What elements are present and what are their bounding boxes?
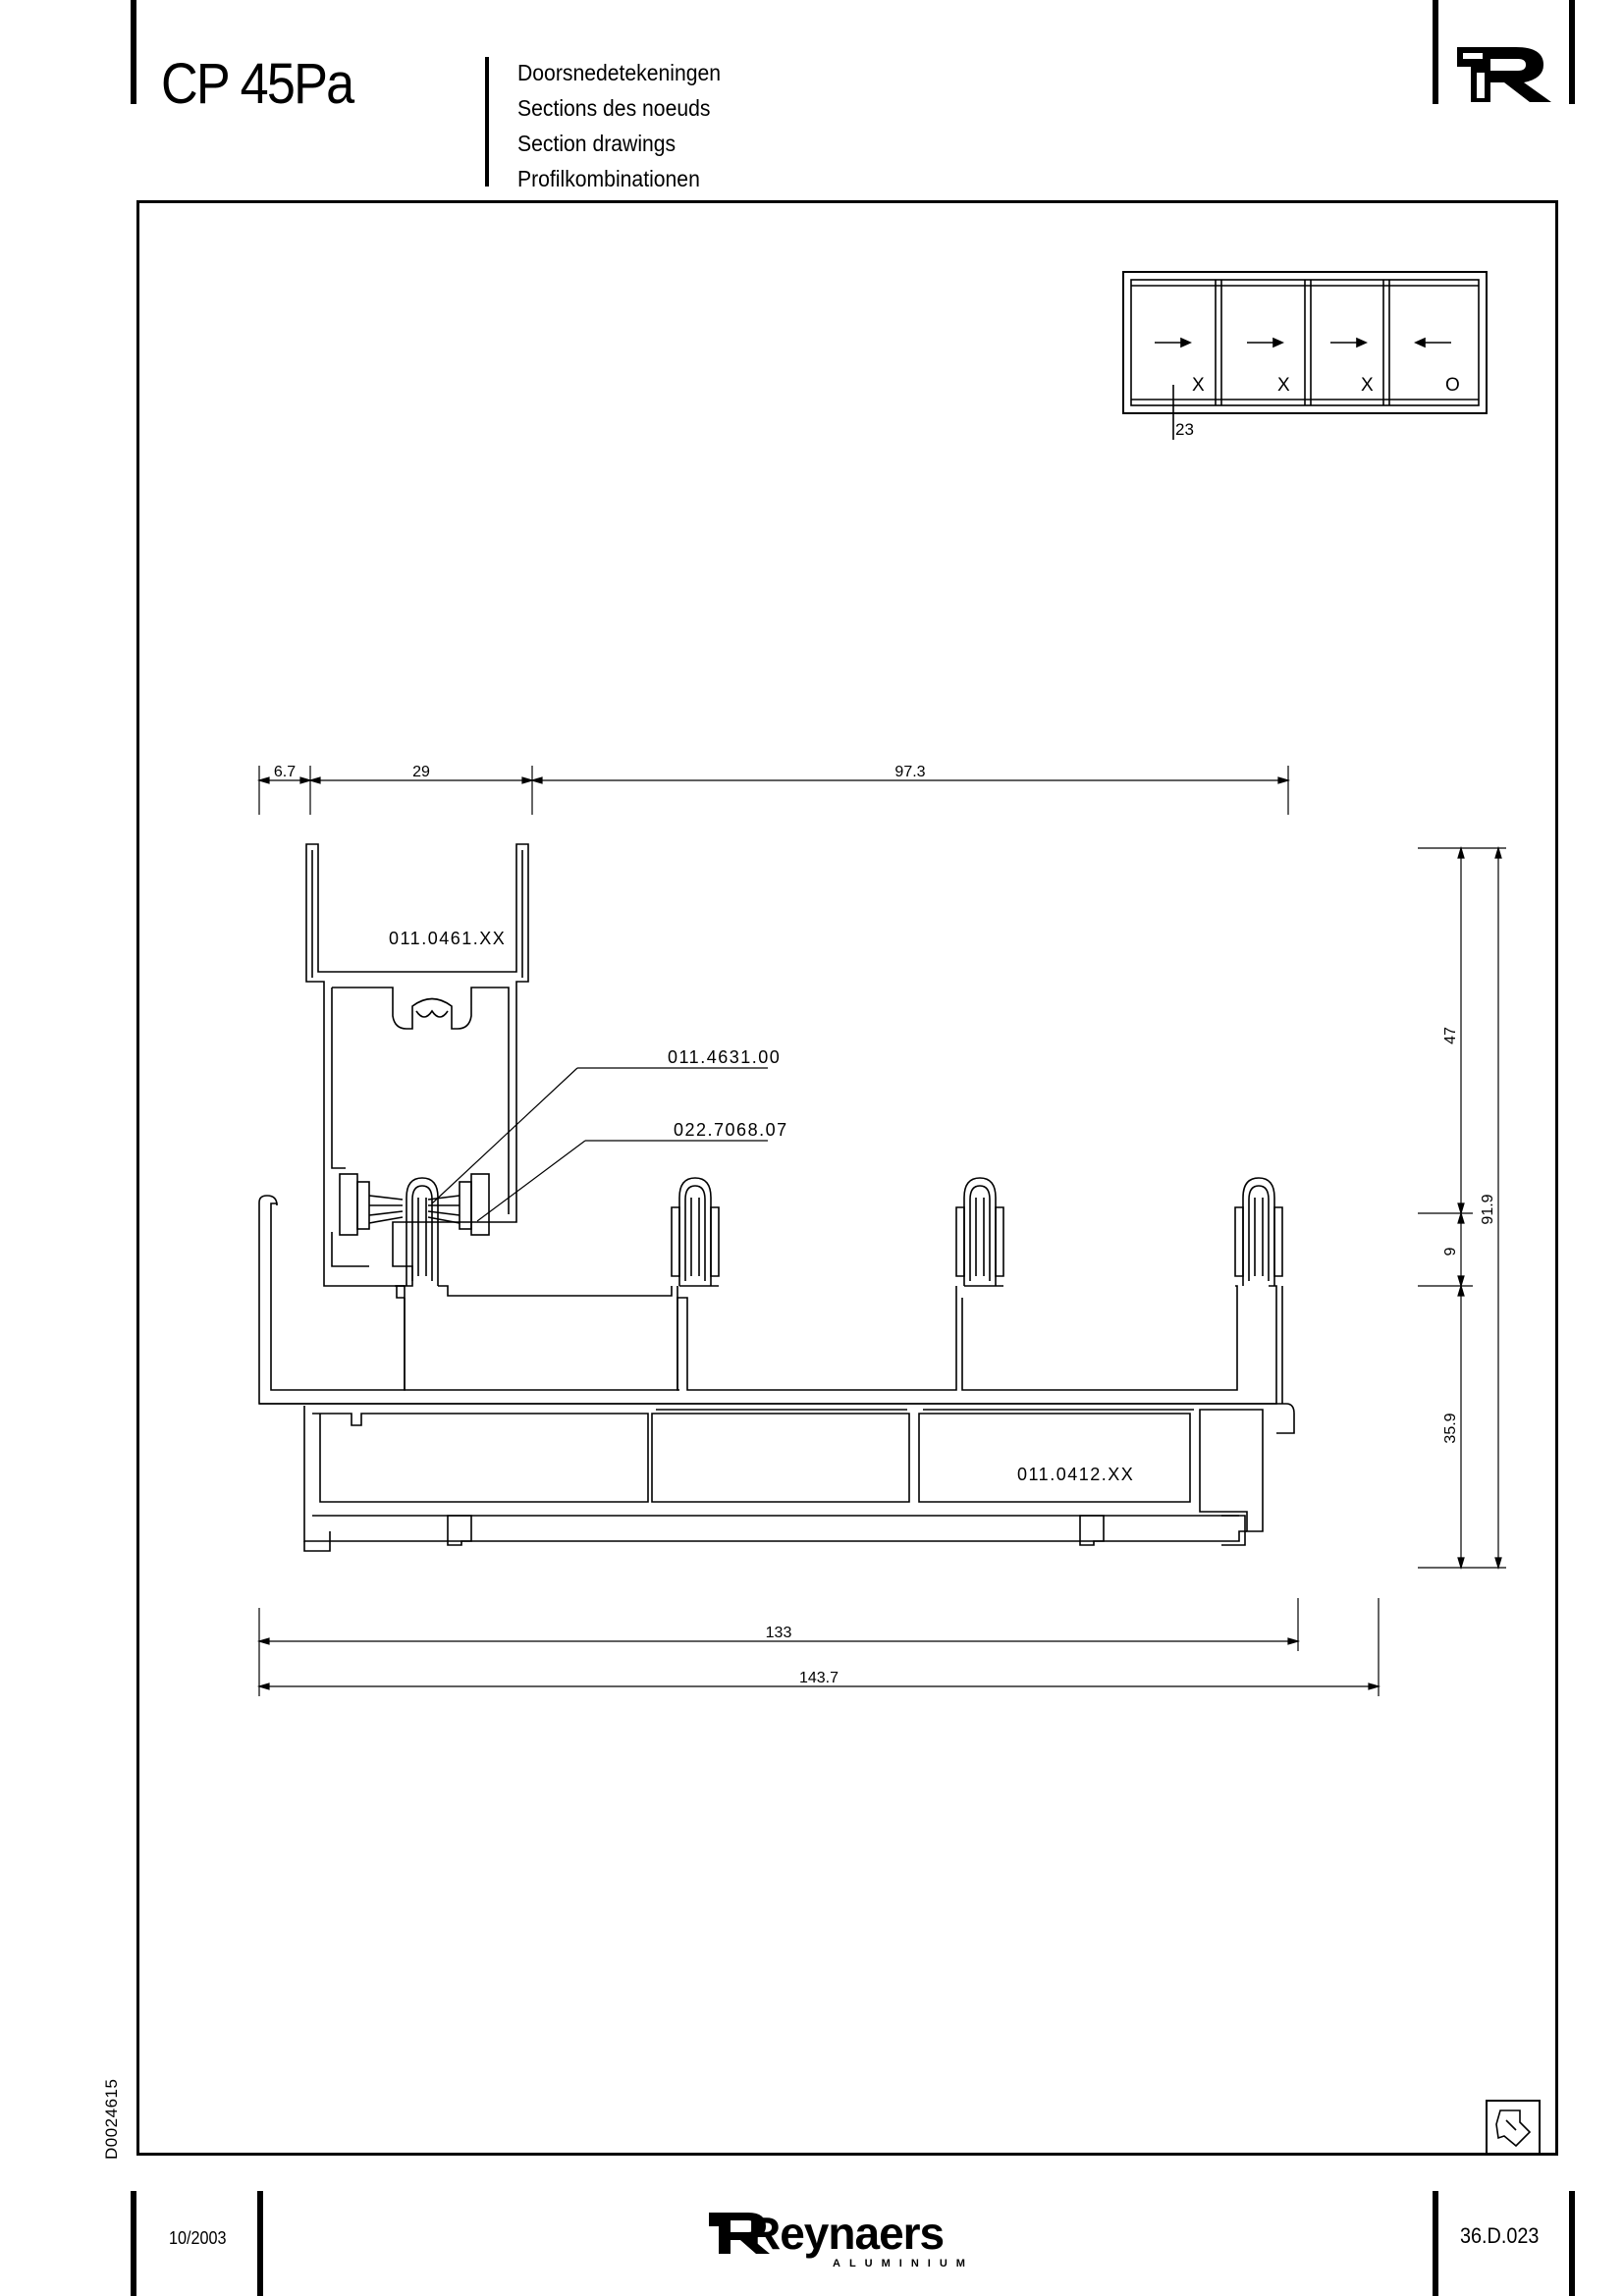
pointer-hand-icon <box>1486 2100 1541 2155</box>
footer-bar-right-2 <box>1569 2191 1575 2296</box>
arrow-right-icon <box>1155 337 1192 348</box>
panel-mark-3: X <box>1361 375 1374 396</box>
dim-133: 133 <box>766 1625 792 1641</box>
header-bar-left <box>131 0 136 104</box>
arrow-left-icon <box>1414 337 1451 348</box>
sash-profile <box>305 843 529 1287</box>
brand-name: Reynaers <box>748 2208 945 2259</box>
title-de: Profilkombinationen <box>517 166 700 191</box>
part-label-frame: 011.0412.XX <box>1017 1465 1134 1484</box>
dim-6-7: 6.7 <box>274 764 296 780</box>
dim-9: 9 <box>1442 1247 1459 1255</box>
header-bar-right-2 <box>1569 0 1575 104</box>
track-rails <box>406 1177 1283 1286</box>
panel-mark-4: O <box>1445 375 1460 396</box>
title-en: Section drawings <box>517 131 677 156</box>
footer-bar-left-2 <box>257 2191 263 2296</box>
part-label-rail: 011.4631.00 <box>668 1047 781 1067</box>
scheme-dimension: 23 <box>1175 420 1194 439</box>
top-dimensions <box>256 766 1291 815</box>
dim-97-3: 97.3 <box>894 764 925 780</box>
brand-subtitle: ALUMINIUM <box>833 2258 974 2269</box>
sliding-scheme-diagram <box>1122 271 1488 440</box>
panel-mark-1: X <box>1192 375 1205 396</box>
title-nl: Doorsnedetekeningen <box>517 60 722 85</box>
frame-profile <box>258 1195 1295 1552</box>
product-code: CP 45Pa <box>161 52 354 116</box>
dim-91-9: 91.9 <box>1480 1194 1496 1224</box>
section-titles: Doorsnedetekeningen Sections des noeuds … <box>517 55 738 196</box>
reynaers-r-logo-icon <box>1457 47 1551 102</box>
panel-mark-2: X <box>1277 375 1290 396</box>
page-code: 36.D.023 <box>1460 2223 1540 2248</box>
header-bar-middle <box>485 57 489 187</box>
arrow-right-icon <box>1247 337 1284 348</box>
footer-bar-left-1 <box>131 2191 136 2296</box>
footer-bar-right-1 <box>1433 2191 1438 2296</box>
leader-lines <box>431 1067 768 1222</box>
part-label-brush: 022.7068.07 <box>674 1120 788 1140</box>
brand-logo: Reynaers ALUMINIUM <box>705 2207 1000 2275</box>
dim-35-9: 35.9 <box>1442 1413 1459 1443</box>
header-bar-right-1 <box>1433 0 1438 104</box>
right-dimensions <box>1418 845 1506 1571</box>
dim-143-7: 143.7 <box>799 1670 839 1686</box>
arrow-right-icon <box>1330 337 1368 348</box>
footer-date: 10/2003 <box>169 2228 227 2248</box>
drawing-frame <box>136 200 1558 2156</box>
title-fr: Sections des noeuds <box>517 95 711 121</box>
part-label-sash: 011.0461.XX <box>389 929 506 948</box>
reynaers-r-logo-icon <box>709 2213 770 2254</box>
dim-47: 47 <box>1442 1027 1459 1044</box>
document-number: D0024615 <box>102 2078 121 2160</box>
bottom-dimensions <box>256 1598 1381 1696</box>
dim-29: 29 <box>412 764 430 780</box>
